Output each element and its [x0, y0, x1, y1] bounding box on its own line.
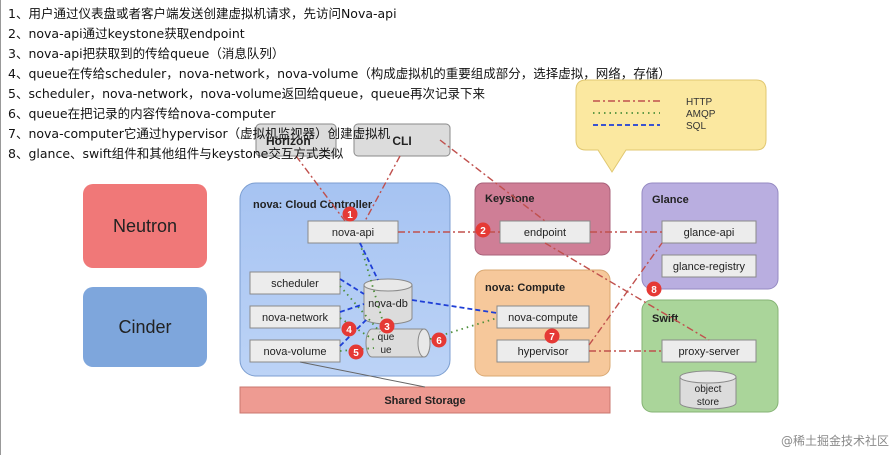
- step-8: 8、glance、swift组件和其他组件与keystone交互方式类似: [8, 146, 344, 161]
- badge-2: [475, 222, 491, 238]
- nova-network-box: [249, 305, 341, 329]
- sql-nova-db-to-nova-compute: [411, 299, 498, 314]
- cinder-box: [83, 287, 207, 367]
- nova-compute-node-title: nova: Compute: [485, 282, 565, 294]
- shared-storage-label: Shared Storage: [384, 395, 465, 407]
- endpoint-label: endpoint: [524, 227, 566, 239]
- badge-5-label: 5: [353, 348, 359, 359]
- hypervisor-label: hypervisor: [518, 346, 569, 358]
- http-cli-to-nova-api: [364, 155, 401, 222]
- amqp-scheduler-to-queue: [339, 285, 381, 333]
- badge-7: [544, 328, 560, 344]
- queue-label-line1: que: [378, 332, 395, 343]
- object-store-cylinder: [679, 370, 737, 410]
- neutron-box: [83, 184, 207, 268]
- keystone-title: Keystone: [485, 193, 535, 205]
- horizon-label: Horizon: [266, 134, 311, 148]
- step-2: 2、nova-api通过keystone获取endpoint: [8, 26, 245, 41]
- amqp-network-to-queue: [339, 317, 375, 341]
- legend-sql-label: SQL: [686, 121, 706, 132]
- nova-network-label: nova-network: [262, 312, 329, 324]
- cli-box: [353, 123, 451, 157]
- nova-db-label: nova-db: [368, 298, 408, 310]
- object-store-label-line1: object: [695, 384, 722, 395]
- scheduler-box: [249, 271, 341, 295]
- sql-nova-api-to-nova-db: [359, 242, 379, 281]
- legend: HTTP AMQP SQL: [575, 79, 767, 173]
- step-3: 3、nova-api把获取到的传给queue（消息队列）: [8, 46, 285, 61]
- step-badges: 1 2 3 4 5 6 7 8: [341, 206, 662, 360]
- queue-cylinder: [365, 328, 431, 358]
- legend-bubble: [575, 79, 767, 173]
- badge-8: [646, 281, 662, 297]
- badge-5: [348, 344, 364, 360]
- badge-6: [431, 332, 447, 348]
- legend-http-label: HTTP: [686, 97, 712, 108]
- step-7: 7、nova-computer它通过hypervisor（虚拟机监视器）创建虚拟…: [8, 126, 391, 141]
- badge-4: [341, 321, 357, 337]
- sql-scheduler-to-nova-db: [339, 278, 365, 295]
- glance-registry-label: glance-registry: [673, 261, 746, 273]
- step-5: 5、scheduler，nova-network，nova-volume返回给q…: [8, 86, 485, 101]
- proxy-server-label: proxy-server: [678, 346, 739, 358]
- badge-3: [379, 318, 395, 334]
- nova-api-label: nova-api: [332, 227, 374, 239]
- cli-label: CLI: [392, 134, 411, 148]
- swift-title: Swift: [652, 313, 679, 325]
- cinder-label: Cinder: [118, 317, 171, 337]
- badge-8-label: 8: [651, 285, 657, 296]
- badge-7-label: 7: [549, 332, 555, 343]
- http-endpoint-to-proxy-server: [544, 242, 710, 341]
- nova-compute-label: nova-compute: [508, 312, 578, 324]
- shared-storage-box: [239, 386, 611, 414]
- step-list: 1、用户通过仪表盘或者客户端发送创建虚拟机请求，先访问Nova-api 2、no…: [8, 4, 671, 164]
- legend-amqp-label: AMQP: [686, 109, 716, 120]
- step-4: 4、queue在传给scheduler，nova-network，nova-vo…: [8, 66, 671, 81]
- amqp-nova-api-to-queue: [359, 242, 386, 330]
- http-horizon-to-nova-api: [295, 155, 346, 222]
- badge-1: [342, 206, 358, 222]
- left-border: [0, 0, 1, 455]
- http-cli-to-endpoint: [439, 139, 546, 222]
- glance-title: Glance: [652, 194, 689, 206]
- http-hypervisor-to-glance-api: [588, 242, 663, 346]
- step-6: 6、queue在把记录的内容传给nova-computer: [8, 106, 276, 121]
- badge-3-label: 3: [384, 322, 390, 333]
- glance-registry-box: [661, 254, 757, 278]
- object-store-label-line2: store: [697, 397, 720, 408]
- nova-compute-box: [496, 305, 590, 329]
- neutron-label: Neutron: [113, 216, 177, 236]
- queue-label-line2: ue: [380, 345, 392, 356]
- sql-network-to-nova-db: [339, 303, 365, 313]
- step-1: 1、用户通过仪表盘或者客户端发送创建虚拟机请求，先访问Nova-api: [8, 6, 397, 21]
- badge-2-label: 2: [480, 226, 486, 237]
- scheduler-label: scheduler: [271, 278, 319, 290]
- nova-volume-to-shared-storage: [299, 361, 426, 388]
- watermark: @稀土掘金技术社区: [780, 434, 889, 448]
- cloud-controller-title: nova: Cloud Controller: [253, 199, 373, 211]
- nova-volume-label: nova-volume: [264, 346, 327, 358]
- badge-6-label: 6: [436, 336, 442, 347]
- http-connections: [295, 139, 710, 352]
- glance-api-label: glance-api: [684, 227, 735, 239]
- badge-4-label: 4: [346, 325, 352, 336]
- badge-1-label: 1: [347, 210, 353, 221]
